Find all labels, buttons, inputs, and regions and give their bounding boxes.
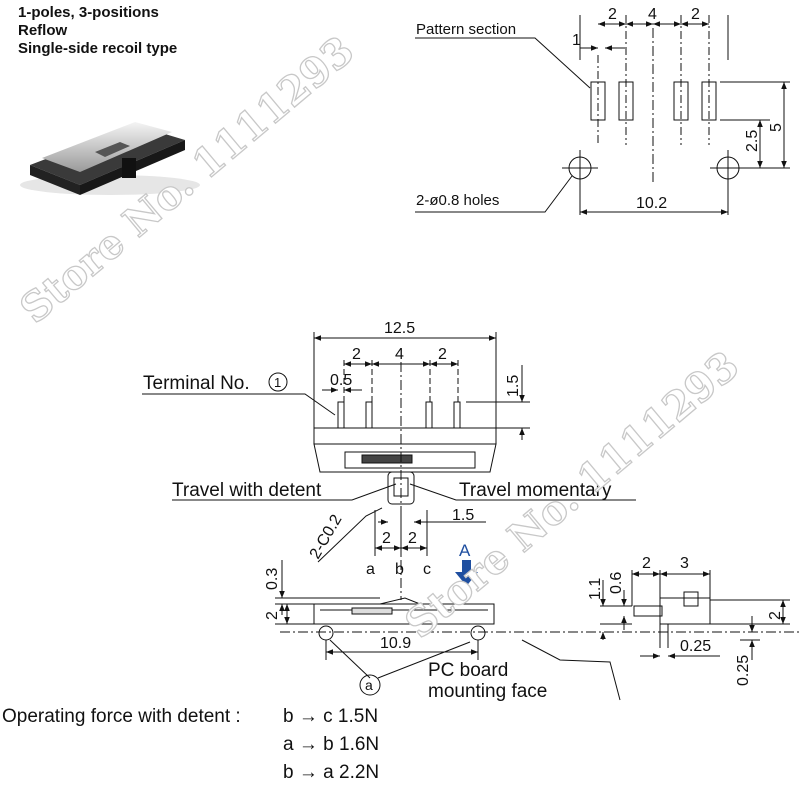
header-line-2: Reflow — [18, 22, 68, 39]
travel-momentary-label: Travel momentary — [459, 480, 612, 501]
position-b: b — [395, 561, 404, 578]
header-line-3: Single-side recoil type — [18, 40, 178, 57]
dim-lever-width: 1.5 — [452, 507, 474, 524]
dim-travel-right: 2 — [408, 530, 417, 547]
force-row-2-value: 1.6N — [339, 734, 380, 755]
force-row-2-to: b — [323, 734, 334, 755]
dim-boss-span: 10.9 — [380, 635, 411, 652]
pattern-section-label: Pattern section — [416, 21, 516, 38]
board-label-line1: PC board — [428, 660, 508, 681]
dim-top-offset: 0.3 — [264, 568, 281, 590]
dim-front-pitch-center: 4 — [395, 346, 404, 363]
dim-travel-left: 2 — [382, 530, 391, 547]
dim-offset: 2.5 — [744, 130, 761, 152]
boss-label-badge: a — [359, 674, 381, 696]
front-view — [142, 332, 636, 600]
dim-bottom-height: 2 — [264, 611, 281, 620]
position-c: c — [423, 561, 431, 578]
holes-label: 2-ø0.8 holes — [416, 192, 499, 209]
side-view — [600, 570, 790, 660]
dim-height: 5 — [768, 123, 785, 132]
force-row-3-to: a — [323, 762, 334, 783]
direction-arrow-icon — [455, 560, 478, 586]
direction-label: A — [459, 541, 471, 560]
pattern-section — [415, 15, 790, 215]
dim-front-pitch-left: 2 — [352, 346, 361, 363]
operating-force-title: Operating force with detent : — [2, 706, 241, 727]
dim-side-c: 1.1 — [587, 578, 604, 600]
dim-terminal-width: 0.5 — [330, 372, 352, 389]
force-row-1-to: c — [323, 706, 333, 727]
dim-pitch-left: 2 — [608, 6, 617, 23]
dim-side-f: 0.25 — [735, 655, 752, 686]
dim-pitch-right: 2 — [691, 6, 700, 23]
force-row-2-from: a — [283, 734, 294, 755]
svg-text:1: 1 — [274, 375, 281, 390]
header-line-1: 1-poles, 3-positions — [18, 4, 159, 21]
board-label-line2: mounting face — [428, 681, 547, 702]
dim-side-e: 0.25 — [680, 638, 711, 655]
dim-side-d: 0.6 — [608, 572, 625, 594]
dim-pad-width: 1 — [572, 32, 581, 49]
force-row-1-from: b — [283, 706, 294, 727]
watermark-2: Store No. 1111293 — [396, 342, 748, 648]
force-row-1-value: 1.5N — [337, 706, 379, 727]
force-row-3-from: b — [283, 762, 294, 783]
force-row-2: a → b 1.6N — [283, 734, 379, 756]
dim-side-a: 2 — [642, 555, 651, 572]
dim-overall: 12.5 — [384, 320, 415, 337]
product-photo — [20, 122, 200, 195]
terminal-number-badge: 1 — [268, 372, 288, 392]
bottom-view — [275, 560, 800, 701]
force-row-3: b → a 2.2N — [283, 762, 379, 784]
position-a: a — [366, 561, 375, 578]
dim-pitch-center: 4 — [648, 6, 657, 23]
arrow-right-icon: → — [298, 762, 318, 783]
dim-hole-span: 10.2 — [636, 195, 667, 212]
dim-terminal-length: 1.5 — [505, 375, 522, 397]
terminal-label: Terminal No. — [143, 373, 250, 394]
dim-front-pitch-right: 2 — [438, 346, 447, 363]
force-row-3-value: 2.2N — [339, 762, 380, 783]
arrow-right-icon: → — [298, 706, 318, 727]
dim-side-b: 3 — [680, 555, 689, 572]
svg-text:a: a — [365, 677, 373, 693]
travel-detent-label: Travel with detent — [172, 480, 322, 501]
force-row-1: b → c 1.5N — [283, 706, 378, 728]
arrow-right-icon: → — [298, 734, 318, 755]
dim-side-g: 2 — [767, 611, 784, 620]
